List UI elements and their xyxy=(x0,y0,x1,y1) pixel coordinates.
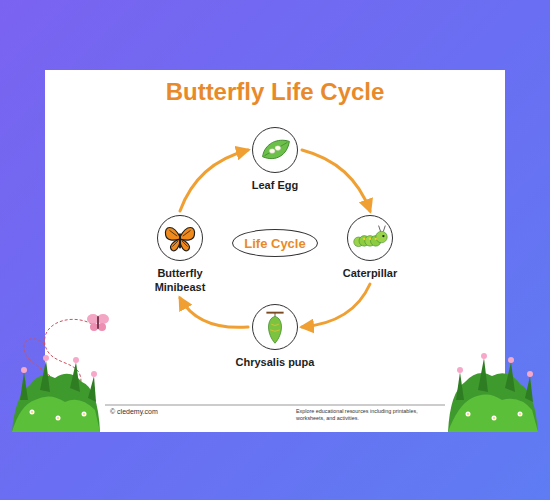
stage-node: Leaf Egg xyxy=(220,127,330,192)
stage-node: Caterpillar xyxy=(315,215,425,280)
cycle-arrow xyxy=(302,284,370,327)
stage-node: Chrysalis pupa xyxy=(220,304,330,369)
stage-icon xyxy=(158,216,202,260)
footer-note: Explore educational resources including … xyxy=(296,408,446,422)
stage-icon xyxy=(253,305,297,349)
center-ellipse: Life Cycle xyxy=(232,229,317,257)
stage-label: Leaf Egg xyxy=(220,178,330,192)
cycle-arrow xyxy=(180,150,248,211)
stage-circle xyxy=(347,215,393,261)
stage-node: Butterfly Minibeast xyxy=(125,215,235,294)
stage-label: Caterpillar xyxy=(315,266,425,280)
title: Butterfly Life Cycle xyxy=(45,78,505,106)
stage-icon xyxy=(253,128,297,172)
stage-label: Butterfly Minibeast xyxy=(140,266,220,294)
stage-circle xyxy=(252,127,298,173)
cycle-arrow xyxy=(302,150,370,211)
center-label: Life Cycle xyxy=(244,236,305,251)
stage-icon xyxy=(348,216,392,260)
stage-label: Chrysalis pupa xyxy=(235,355,315,369)
stage-circle xyxy=(252,304,298,350)
cycle-arrow xyxy=(180,298,248,327)
copyright-note: © cledemy.com xyxy=(110,408,230,417)
stage-circle xyxy=(157,215,203,261)
